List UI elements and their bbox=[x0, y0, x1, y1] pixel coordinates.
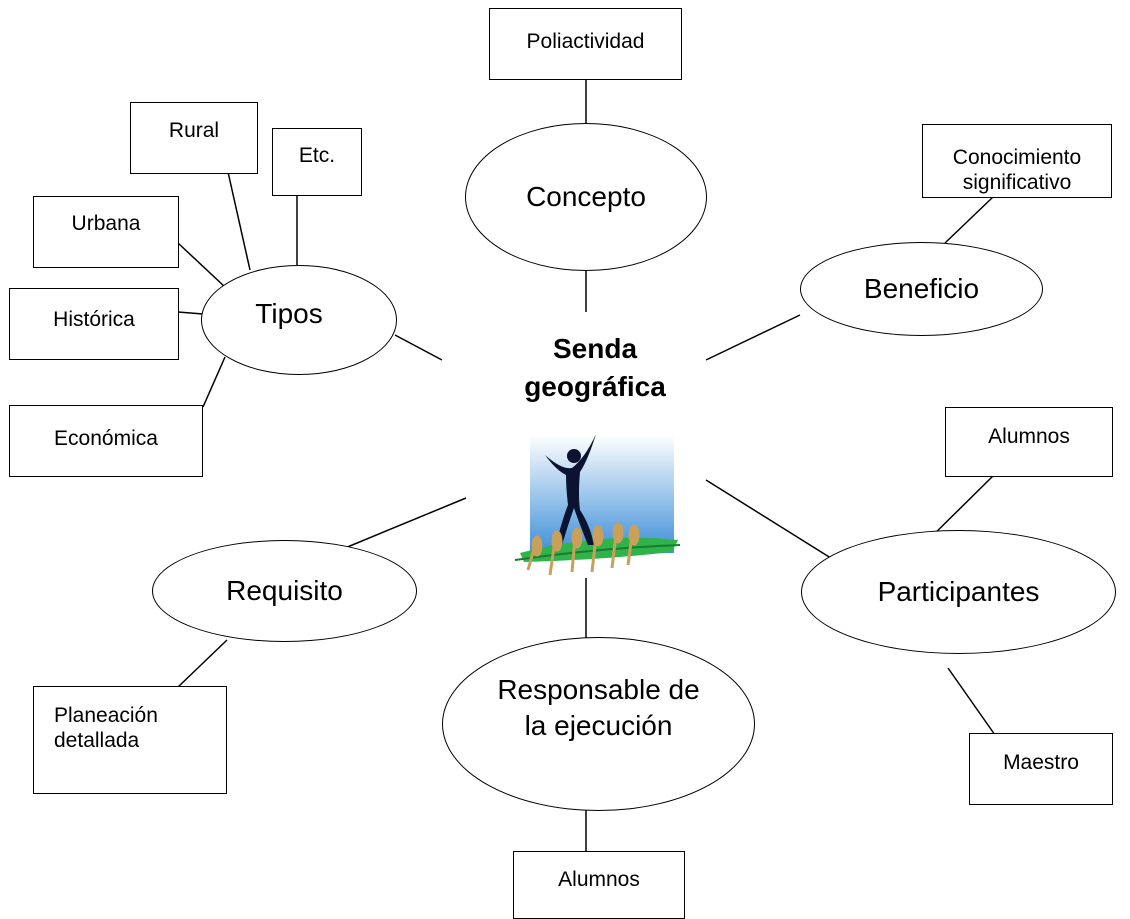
tipos-item-box: Económica bbox=[9, 405, 203, 477]
center-title-line1: Senda bbox=[552, 333, 638, 364]
beneficio-item-box: Conocimiento significativo bbox=[922, 124, 1112, 198]
concepto-label: Concepto bbox=[526, 181, 646, 212]
responsable-node: Responsable de la ejecución bbox=[442, 637, 755, 811]
beneficio-node: Beneficio bbox=[800, 242, 1043, 336]
participantes-item-label: Maestro bbox=[1003, 751, 1079, 774]
participantes-node: Participantes bbox=[801, 530, 1116, 654]
responsable-label: Responsable de la ejecución bbox=[497, 674, 700, 741]
tipos-item-label: Histórica bbox=[53, 308, 135, 331]
tipos-item-label: Económica bbox=[54, 427, 158, 450]
concepto-item-label: Poliactividad bbox=[526, 30, 645, 53]
tipos-item-box: Urbana bbox=[33, 196, 179, 268]
tipos-label: Tipos bbox=[255, 298, 323, 329]
participantes-item-box: Maestro bbox=[969, 733, 1113, 805]
tipos-item-label: Rural bbox=[168, 119, 220, 142]
beneficio-label: Beneficio bbox=[863, 273, 980, 304]
requisito-item-box: Planeación detallada bbox=[33, 686, 227, 794]
tipos-node: Tipos bbox=[201, 265, 397, 375]
tipos-item-label: Urbana bbox=[71, 212, 141, 235]
tipos-item-box: Etc. bbox=[272, 128, 362, 196]
responsable-item-label: Alumnos bbox=[558, 868, 640, 891]
person-jumping-icon bbox=[514, 434, 681, 576]
tipos-item-box: Histórica bbox=[9, 288, 179, 360]
requisito-node: Requisito bbox=[152, 540, 417, 642]
concepto-item-box: Poliactividad bbox=[489, 8, 682, 80]
responsable-item-box: Alumnos bbox=[513, 851, 685, 919]
participantes-item-box: Alumnos bbox=[945, 407, 1113, 477]
requisito-item-label: Planeación detallada bbox=[54, 704, 158, 752]
participantes-label: Participantes bbox=[877, 576, 1040, 607]
tipos-item-box: Rural bbox=[130, 102, 258, 174]
requisito-label: Requisito bbox=[226, 575, 343, 606]
participantes-item-label: Alumnos bbox=[988, 425, 1070, 448]
center-title: Senda geográfica bbox=[490, 330, 700, 406]
beneficio-item-label: Conocimiento significativo bbox=[952, 146, 1082, 194]
concepto-node: Concepto bbox=[465, 123, 707, 271]
tipos-item-label: Etc. bbox=[298, 144, 336, 167]
center-title-line2: geográfica bbox=[524, 371, 666, 402]
